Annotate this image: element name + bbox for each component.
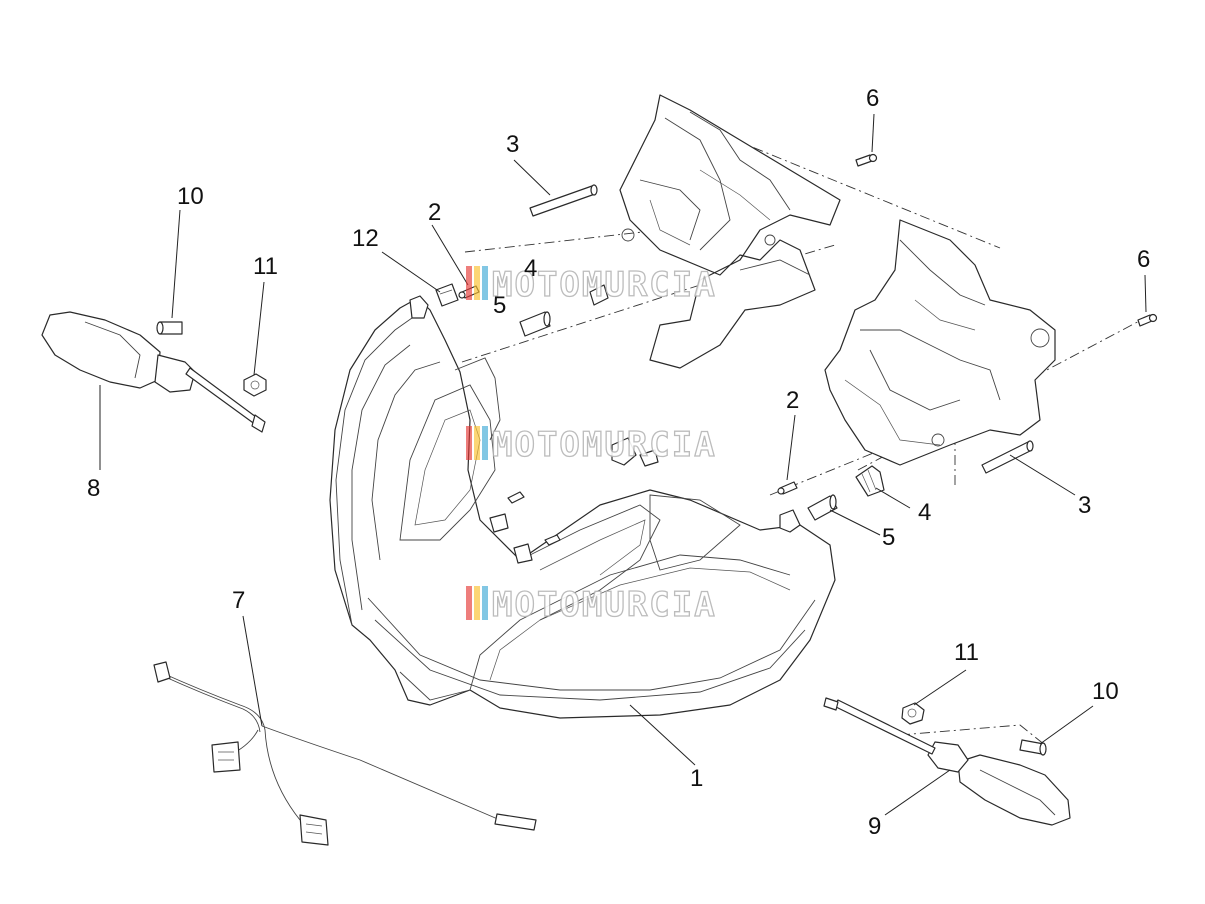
callout-6-right: 6: [1137, 246, 1150, 273]
callout-4-top: 4: [524, 255, 537, 282]
callout-9: 9: [868, 813, 881, 840]
callout-4-right: 4: [918, 499, 931, 526]
wiring-harness: [153, 661, 537, 846]
headlight-assembly: [329, 295, 836, 719]
callout-8: 8: [87, 475, 100, 502]
watermark-text-middle: MOTOMURCIA: [492, 425, 717, 465]
watermark-text-top: MOTOMURCIA: [492, 265, 717, 305]
screw-middle: [777, 481, 798, 495]
callout-10-left: 10: [177, 183, 204, 210]
turn-signal-left: [41, 311, 266, 433]
callout-3-right: 3: [1078, 492, 1091, 519]
watermark-middle: MOTOMURCIA: [466, 424, 717, 466]
callout-5-right: 5: [882, 524, 895, 551]
grommet-upper: [589, 284, 609, 306]
clip-part: [435, 283, 459, 307]
callout-1: 1: [690, 765, 703, 792]
callout-2-top: 2: [428, 199, 441, 226]
screw-top-right: [855, 153, 878, 167]
spacer-lower: [807, 494, 838, 521]
callout-2-middle: 2: [786, 387, 799, 414]
right-bracket: [824, 219, 1056, 466]
callout-12: 12: [352, 225, 379, 252]
callout-11-left: 11: [253, 253, 278, 280]
callout-10-right: 10: [1092, 678, 1119, 705]
upper-bracket: [619, 94, 841, 369]
screw-right: [1137, 313, 1158, 327]
grommet-lower: [855, 465, 885, 497]
callouts: 3 2 12 4 5 10 11 8 6 6 2 4 5 3 7 1 11 10…: [87, 85, 1150, 840]
callout-7: 7: [232, 587, 245, 614]
bushing-right: [1019, 739, 1047, 756]
watermark-top: MOTOMURCIA: [466, 264, 717, 306]
callout-5-top: 5: [493, 292, 506, 319]
spacer-upper: [519, 311, 551, 337]
bushing-left: [156, 321, 183, 335]
callout-3-top: 3: [506, 131, 519, 158]
leader-lines: [99, 113, 1147, 816]
pin-upper: [529, 184, 598, 217]
watermark-bottom: MOTOMURCIA: [466, 584, 717, 626]
turn-signal-right: [823, 697, 1071, 826]
nut-right: [901, 702, 925, 725]
callout-6-top: 6: [866, 85, 879, 112]
nut-left: [243, 373, 267, 397]
pin-lower: [981, 440, 1034, 474]
callout-11-right: 11: [954, 639, 979, 666]
watermark-text-bottom: MOTOMURCIA: [492, 585, 717, 625]
